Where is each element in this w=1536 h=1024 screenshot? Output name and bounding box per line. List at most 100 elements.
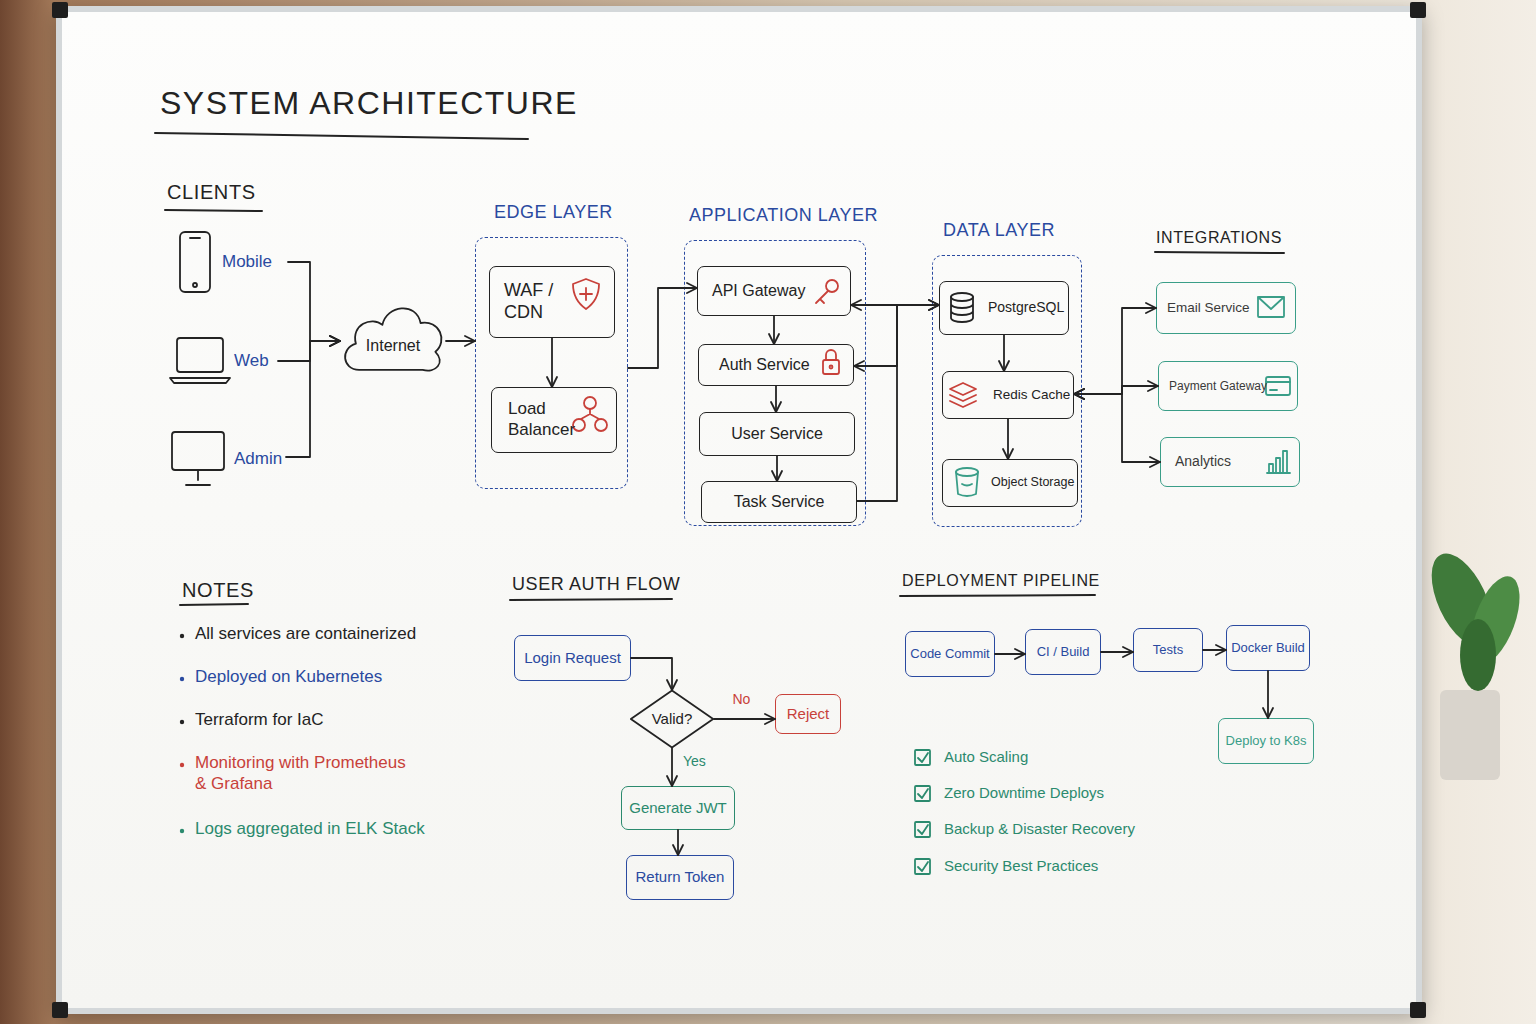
note-text: All services are containerized bbox=[195, 624, 465, 645]
connector bbox=[628, 288, 697, 368]
connector bbox=[1267, 671, 1269, 718]
connector bbox=[995, 653, 1025, 655]
process-box: Login Request bbox=[514, 635, 631, 681]
section-heading: CLIENTS bbox=[167, 180, 387, 204]
connector bbox=[857, 305, 939, 501]
checklist-item: Zero Downtime Deploys bbox=[944, 784, 1224, 802]
pipeline-step: Docker Build bbox=[1226, 625, 1310, 671]
datastore-box: Object Storage bbox=[942, 459, 1078, 507]
pipeline-step: CI / Build bbox=[1025, 629, 1101, 675]
node-label: Tests bbox=[1153, 642, 1183, 658]
node-label: Docker Build bbox=[1231, 640, 1305, 656]
node-label: Auth Service bbox=[719, 355, 810, 375]
terminal-box: Return Token bbox=[626, 855, 734, 900]
note-text: Monitoring with Prometheus & Grafana bbox=[195, 753, 413, 794]
connector bbox=[776, 456, 778, 481]
diamond-shape bbox=[631, 691, 713, 748]
node-label: Login Request bbox=[524, 649, 621, 667]
connector bbox=[288, 262, 340, 341]
process-box: Generate JWT bbox=[621, 786, 735, 830]
section-heading: DEPLOYMENT PIPELINE bbox=[902, 571, 1162, 591]
connector bbox=[773, 316, 775, 344]
connector bbox=[1074, 308, 1156, 394]
node-label: Web bbox=[234, 351, 269, 372]
section-heading: USER AUTH FLOW bbox=[512, 574, 752, 596]
node-label: Return Token bbox=[636, 868, 725, 886]
cloud-node: Internet bbox=[340, 296, 446, 386]
teal-icons bbox=[956, 297, 1290, 496]
node-label: PostgreSQL bbox=[988, 299, 1064, 316]
node-label: Payment Gateway bbox=[1169, 379, 1267, 394]
layer-heading: DATA LAYER bbox=[943, 220, 1183, 242]
process-box: WAF / CDN bbox=[489, 266, 615, 338]
connector bbox=[671, 748, 673, 786]
connector bbox=[677, 830, 679, 855]
note-text: Terraform for IaC bbox=[195, 710, 465, 731]
service-box: API Gateway bbox=[697, 266, 851, 316]
section-heading: INTEGRATIONS bbox=[1156, 228, 1356, 248]
decision-diamond: Valid? bbox=[630, 690, 714, 748]
service-box: User Service bbox=[699, 412, 855, 456]
node-label: Generate JWT bbox=[629, 799, 727, 817]
datastore-box: Redis Cache bbox=[942, 371, 1074, 419]
node-label: Internet bbox=[366, 336, 420, 356]
connector bbox=[714, 718, 775, 720]
connector bbox=[1003, 335, 1005, 371]
node-label: API Gateway bbox=[712, 281, 805, 301]
process-box: Load Balancer bbox=[491, 387, 617, 453]
checklist-item: Backup & Disaster Recovery bbox=[944, 820, 1224, 838]
connector bbox=[1101, 651, 1133, 653]
node-label: Load Balancer bbox=[508, 399, 580, 440]
client-node: Web bbox=[168, 332, 278, 390]
layer-heading: APPLICATION LAYER bbox=[689, 205, 929, 227]
node-label: Deploy to K8s bbox=[1226, 733, 1307, 749]
connector bbox=[631, 658, 672, 690]
connector bbox=[278, 341, 340, 361]
diagram-title: SYSTEM ARCHITECTURE bbox=[160, 84, 600, 123]
datastore-box: PostgreSQL bbox=[939, 281, 1069, 335]
node-label: Code Commit bbox=[910, 646, 989, 662]
connector bbox=[551, 338, 553, 387]
node-label: Admin bbox=[234, 449, 282, 470]
service-box: Auth Service bbox=[698, 344, 854, 386]
integration-box: Email Service bbox=[1156, 282, 1296, 334]
client-node: Admin bbox=[168, 428, 286, 490]
checklist-item: Auto Scaling bbox=[944, 748, 1224, 766]
checklist-item: Security Best Practices bbox=[944, 857, 1224, 875]
note-text: Logs aggregated in ELK Stack bbox=[195, 819, 465, 840]
edge-label: Yes bbox=[683, 753, 743, 770]
pipeline-step: Code Commit bbox=[905, 631, 995, 677]
service-box: Task Service bbox=[701, 481, 857, 523]
board-corners bbox=[52, 2, 1426, 1018]
connector bbox=[1203, 649, 1226, 651]
plant bbox=[1419, 545, 1529, 780]
layer-group: DATA LAYERPostgreSQLRedis CacheObject St… bbox=[932, 255, 1082, 527]
layer-group: APPLICATION LAYERAPI GatewayAuth Service… bbox=[684, 240, 866, 526]
node-label: Mobile bbox=[222, 252, 272, 273]
connector bbox=[1074, 394, 1160, 462]
connector bbox=[1007, 419, 1009, 459]
checkboxes bbox=[915, 750, 930, 874]
node-label: Valid? bbox=[652, 710, 693, 728]
node-label: CI / Build bbox=[1037, 644, 1090, 660]
node-label: Email Service bbox=[1167, 300, 1250, 316]
integration-box: Payment Gateway bbox=[1158, 361, 1298, 411]
connector bbox=[775, 386, 777, 412]
integration-box: Analytics bbox=[1160, 437, 1300, 487]
client-icons bbox=[170, 232, 230, 485]
node-label: User Service bbox=[731, 424, 823, 444]
note-bullets bbox=[180, 634, 184, 833]
terminal-box: Reject bbox=[775, 694, 841, 734]
connector bbox=[1074, 386, 1158, 394]
edge-label: No bbox=[733, 691, 793, 708]
pipeline-step: Deploy to K8s bbox=[1218, 718, 1314, 764]
database-icon bbox=[951, 293, 973, 322]
heading-underlines bbox=[155, 133, 1284, 605]
red-service-icons bbox=[573, 279, 976, 431]
node-label: Task Service bbox=[734, 492, 825, 512]
node-label: Reject bbox=[787, 705, 830, 723]
node-label: WAF / CDN bbox=[504, 280, 566, 324]
